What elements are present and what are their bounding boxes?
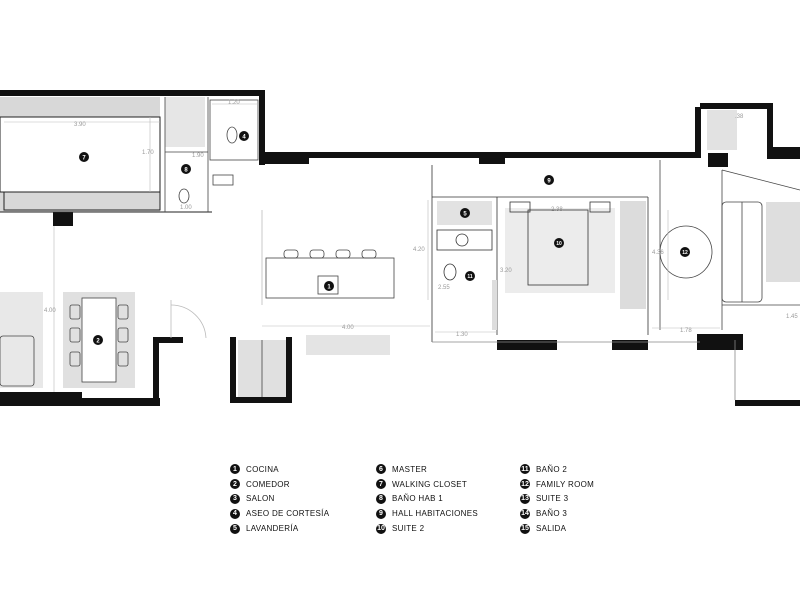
legend-column-1: 1 COCINA 2 COMEDOR 3 SALON 4 ASEO DE CORTESÍ…: [230, 462, 329, 536]
dim-top-right: .38: [735, 114, 744, 120]
service-block: [238, 335, 390, 397]
svg-text:2: 2: [96, 339, 100, 345]
svg-text:9: 9: [547, 179, 551, 185]
top-bathrooms: [164, 97, 259, 212]
legend-number-badge: 15: [520, 523, 530, 534]
legend-label: COMEDOR: [246, 479, 290, 489]
legend-number-badge: 8: [376, 493, 386, 504]
legend-label: SUITE 2: [392, 524, 425, 534]
svg-text:11: 11: [467, 274, 473, 280]
dim-suite2-depth: 3.20: [500, 268, 512, 274]
dim-bano-hab1-h: 1.90: [192, 153, 204, 159]
dim-bano2-depth: 2.55: [438, 285, 450, 291]
dim-comedor-depth: 4.00: [44, 308, 56, 314]
legend-number-badge: 4: [230, 508, 240, 519]
legend-number-badge: 9: [376, 508, 386, 519]
dimension-lines: [4, 103, 720, 392]
legend-item: 2 COMEDOR: [230, 477, 329, 492]
legend-label: MASTER: [392, 464, 428, 474]
legend-label: SALON: [246, 494, 275, 504]
legend-number-badge: 14: [520, 508, 530, 519]
suite-2-wing: [431, 165, 700, 343]
svg-text:4: 4: [242, 135, 246, 141]
legend-label: LAVANDERÍA: [246, 524, 299, 534]
legend-number-badge: 11: [520, 464, 530, 475]
dim-family-width: 1.78: [680, 328, 692, 334]
svg-text:12: 12: [682, 250, 688, 256]
legend-number-badge: 13: [520, 493, 530, 504]
legend-item: 9 HALL HABITACIONES: [376, 506, 478, 521]
legend-label: FAMILY ROOM: [536, 479, 595, 489]
dim-bano2-width: 1.30: [456, 332, 468, 338]
dim-closet-width: 3.90: [74, 122, 86, 128]
room-marker-12: 12: [680, 247, 690, 257]
walls: [0, 90, 800, 406]
legend-label: HALL HABITACIONES: [392, 509, 479, 519]
legend-label: ASEO DE CORTESÍA: [246, 509, 330, 519]
dim-aseo-width: 1.20: [228, 100, 240, 106]
legend-item: 5 LAVANDERÍA: [230, 521, 329, 536]
legend-number-badge: 10: [376, 523, 386, 534]
legend-number-badge: 7: [376, 479, 386, 490]
legend-number-badge: 3: [230, 493, 240, 504]
room-marker-10: 10: [554, 238, 564, 248]
legend-item: 1 COCINA: [230, 462, 329, 477]
legend-number-badge: 5: [230, 523, 240, 534]
legend-item: 14 BAÑO 3: [520, 506, 594, 521]
legend-label: SALIDA: [536, 524, 567, 534]
svg-text:8: 8: [184, 168, 188, 174]
legend-number-badge: 6: [376, 464, 386, 475]
svg-text:10: 10: [556, 241, 562, 247]
room-marker-5: 5: [460, 208, 470, 218]
kitchen-island: [170, 210, 395, 339]
family-room: [659, 110, 800, 400]
legend-item: 15 SALIDA: [520, 521, 594, 536]
svg-text:1: 1: [327, 285, 331, 291]
room-marker-7: 7: [79, 152, 89, 162]
legend-item: 7 WALKING CLOSET: [376, 477, 478, 492]
dim-family-depth: 4.36: [652, 250, 664, 256]
legend-number-badge: 12: [520, 479, 530, 490]
dining-table: [0, 292, 135, 388]
legend-item: 4 ASEO DE CORTESÍA: [230, 506, 329, 521]
legend-label: SUITE 3: [536, 494, 569, 504]
legend-column-3: 11 BAÑO 2 12 FAMILY ROOM 13 SUITE 3 14 BAÑO …: [520, 462, 594, 536]
legend-item: 6 MASTER: [376, 462, 478, 477]
legend-label: WALKING CLOSET: [392, 479, 468, 489]
legend-item: 13 SUITE 3: [520, 492, 594, 507]
legend-item: 8 BAÑO HAB 1: [376, 492, 478, 507]
svg-text:7: 7: [82, 156, 86, 162]
legend-label: COCINA: [246, 464, 279, 474]
floor-plan: 3.90 1.70 1.20 1.90 1.00 4.00 4.00 4.20 …: [0, 90, 800, 406]
walking-closet: [0, 97, 212, 213]
dim-right-edge: 1.45: [786, 314, 798, 320]
legend-label: BAÑO HAB 1: [392, 494, 444, 504]
legend-item: 10 SUITE 2: [376, 521, 478, 536]
dim-bano-hab1-w: 1.00: [180, 205, 192, 211]
room-marker-8: 8: [181, 164, 191, 174]
room-marker-4: 4: [239, 131, 249, 141]
room-marker-2: 2: [93, 335, 103, 345]
dim-hall-depth: 4.20: [413, 247, 425, 253]
legend-column-2: 6 MASTER 7 WALKING CLOSET 8 BAÑO HAB 1 9 HAL…: [376, 462, 478, 536]
dim-kitchen-width: 4.00: [342, 325, 354, 331]
legend-number-badge: 2: [230, 479, 240, 490]
room-marker-11: 11: [465, 271, 475, 281]
legend-label: BAÑO 3: [536, 509, 568, 519]
room-marker-9: 9: [544, 175, 554, 185]
svg-text:5: 5: [463, 212, 467, 218]
legend-item: 12 FAMILY ROOM: [520, 477, 594, 492]
dim-closet-depth: 1.70: [142, 150, 154, 156]
legend-item: 11 BAÑO 2: [520, 462, 594, 477]
legend-item: 3 SALON: [230, 492, 329, 507]
legend-label: BAÑO 2: [536, 464, 568, 474]
legend-number-badge: 1: [230, 464, 240, 475]
dim-suite2-width: 2.38: [551, 207, 563, 213]
room-marker-1: 1: [324, 281, 334, 291]
